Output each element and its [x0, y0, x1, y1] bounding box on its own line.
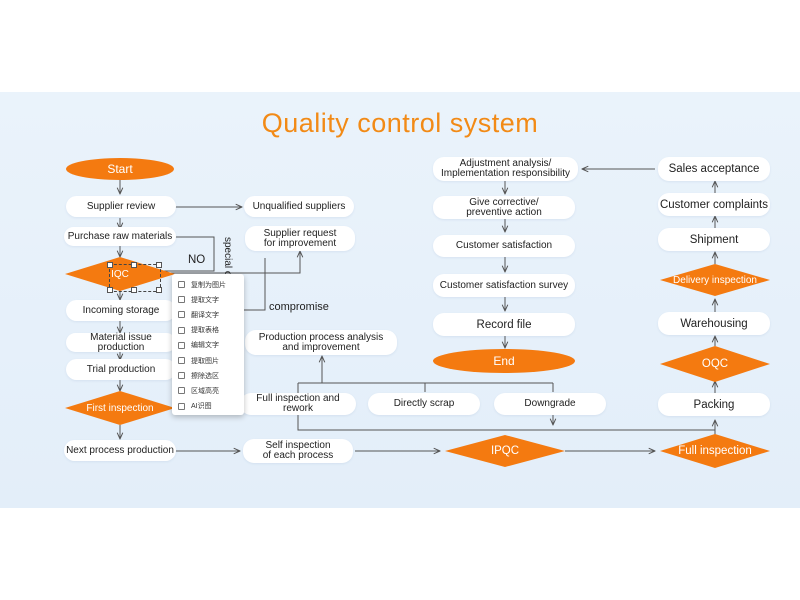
supplier-review-box[interactable]: Supplier review — [66, 196, 176, 217]
customer-complaints-box[interactable]: Customer complaints — [658, 193, 770, 216]
sales-acceptance-box[interactable]: Sales acceptance — [658, 157, 770, 181]
selection-handle[interactable] — [131, 287, 137, 293]
menu-item-copy-as-image[interactable]: 复制为图片 — [172, 277, 244, 292]
first-inspection-label: First inspection — [86, 402, 154, 414]
packing-box[interactable]: Packing — [658, 393, 770, 416]
supplier-request-box[interactable]: Supplier request for improvement — [245, 226, 355, 251]
selection-handle[interactable] — [156, 287, 162, 293]
text-icon — [178, 296, 185, 304]
selection-handle[interactable] — [131, 262, 137, 268]
selection-handle[interactable] — [107, 287, 113, 293]
iqc-label: IQC — [111, 268, 129, 280]
warehousing-box[interactable]: Warehousing — [658, 312, 770, 335]
line-purchase-iqc-loop — [158, 236, 215, 272]
oqc-label: OQC — [701, 358, 729, 370]
material-issue-box[interactable]: Material issue production — [66, 332, 176, 352]
menu-item-ai-recognize[interactable]: AI识图 — [172, 399, 244, 414]
first-inspection-diamond — [65, 391, 175, 425]
menu-item-highlight-area[interactable]: 区域高亮 — [172, 383, 244, 398]
satisfaction-survey-box[interactable]: Customer satisfaction survey — [433, 274, 575, 297]
menu-item-edit-text[interactable]: 编辑文字 — [172, 338, 244, 353]
delivery-inspection-diamond — [660, 264, 770, 296]
oqc-diamond — [660, 346, 770, 382]
downgrade-box[interactable]: Downgrade — [494, 393, 606, 415]
start-node[interactable]: Start — [66, 158, 174, 180]
no-label: NO — [188, 254, 206, 266]
full-inspection-label: Full inspection — [678, 445, 752, 457]
menu-item-translate-text[interactable]: 翻译文字 — [172, 307, 244, 322]
special-label: special c — [222, 237, 233, 276]
arrow-iqc-request — [158, 251, 300, 274]
incoming-storage-box[interactable]: Incoming storage — [66, 300, 176, 321]
menu-item-extract-table[interactable]: 提取表格 — [172, 323, 244, 338]
delivery-inspection-label: Delivery inspection — [673, 274, 757, 286]
ai-icon — [178, 402, 185, 410]
context-menu: 复制为图片 提取文字 翻译文字 提取表格 编辑文字 提取图片 擦除选区 区域高亮… — [172, 274, 244, 415]
menu-item-extract-text[interactable]: 提取文字 — [172, 292, 244, 307]
unqualified-suppliers-box[interactable]: Unqualified suppliers — [244, 196, 354, 217]
directly-scrap-box[interactable]: Directly scrap — [368, 393, 480, 415]
selection-handle[interactable] — [156, 262, 162, 268]
highlight-icon — [178, 387, 185, 395]
selection-handle[interactable] — [107, 262, 113, 268]
eraser-icon — [178, 372, 185, 380]
menu-item-extract-image[interactable]: 提取图片 — [172, 353, 244, 368]
corrective-action-box[interactable]: Give corrective/ preventive action — [433, 196, 575, 219]
translate-icon — [178, 311, 185, 319]
trial-production-box[interactable]: Trial production — [66, 359, 176, 380]
process-analysis-box[interactable]: Production process analysis and improvem… — [245, 330, 397, 355]
full-inspection-diamond — [660, 434, 770, 468]
shipment-box[interactable]: Shipment — [658, 228, 770, 251]
menu-item-erase-selection[interactable]: 擦除选区 — [172, 368, 244, 383]
iqc-diamond — [65, 257, 175, 291]
edit-icon — [178, 341, 185, 349]
line-compromise — [244, 258, 266, 311]
selection-rectangle[interactable] — [107, 262, 162, 293]
full-inspection-rework-box[interactable]: Full inspection and rework — [240, 393, 356, 415]
ipqc-diamond — [445, 435, 565, 467]
image-icon — [178, 281, 185, 289]
self-inspection-box[interactable]: Self inspection of each process — [243, 439, 353, 463]
adjustment-analysis-box[interactable]: Adjustment analysis/ Implementation resp… — [433, 157, 578, 181]
customer-satisfaction-box[interactable]: Customer satisfaction — [433, 235, 575, 257]
table-icon — [178, 326, 185, 334]
purchase-raw-materials-box[interactable]: Purchase raw materials — [64, 227, 176, 246]
record-file-box[interactable]: Record file — [433, 313, 575, 336]
ipqc-label: IPQC — [490, 445, 520, 457]
end-node[interactable]: End — [433, 349, 575, 373]
picture-icon — [178, 357, 185, 365]
next-process-box[interactable]: Next process production — [64, 440, 176, 461]
diagram-title: Quality control system — [261, 108, 539, 138]
compromise-label: compromise — [269, 301, 329, 313]
